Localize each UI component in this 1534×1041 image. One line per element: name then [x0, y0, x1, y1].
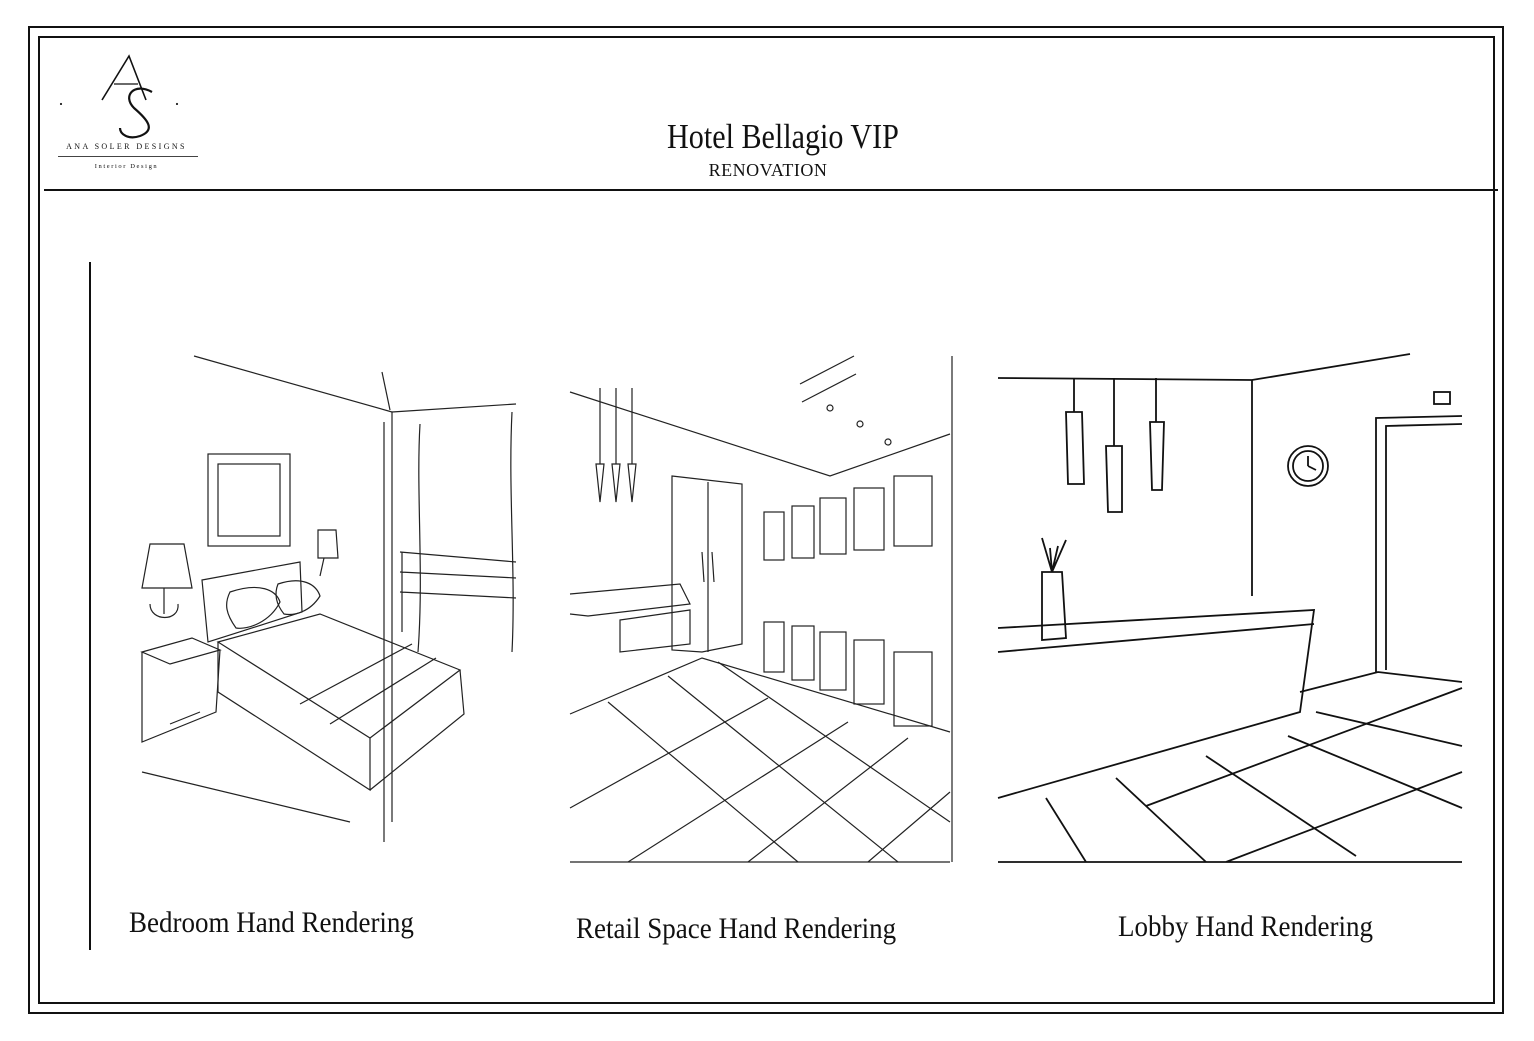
page-title: Hotel Bellagio VIP: [667, 117, 899, 156]
brand-name: ANA SOLER DESIGNS: [66, 142, 187, 151]
logo-dot-right: ·: [174, 94, 180, 114]
header-divider: [44, 189, 1498, 191]
outer-border: [28, 26, 1504, 1014]
lobby-sketch: [996, 352, 1466, 867]
retail-space-sketch: [568, 352, 958, 867]
inner-border: [38, 36, 1495, 1004]
bedroom-drawing: [140, 355, 517, 842]
logo-dot-left: ·: [58, 94, 64, 114]
lobby-drawing: [997, 353, 1463, 863]
as-monogram-logo: [101, 54, 153, 139]
page-subtitle: RENOVATION: [708, 160, 828, 180]
brand-divider: [58, 156, 198, 157]
brand-tagline: Interior Design: [94, 163, 159, 170]
lobby-caption: Lobby Hand Rendering: [1118, 910, 1373, 943]
company-logo: · · ANA SOLER DESIGNS Interior Design: [54, 52, 204, 177]
bedroom-caption: Bedroom Hand Rendering: [129, 906, 414, 939]
side-divider: [89, 262, 91, 950]
retail-space-drawing: [569, 355, 953, 863]
retail-space-caption: Retail Space Hand Rendering: [576, 912, 897, 945]
bedroom-sketch: [120, 352, 520, 867]
